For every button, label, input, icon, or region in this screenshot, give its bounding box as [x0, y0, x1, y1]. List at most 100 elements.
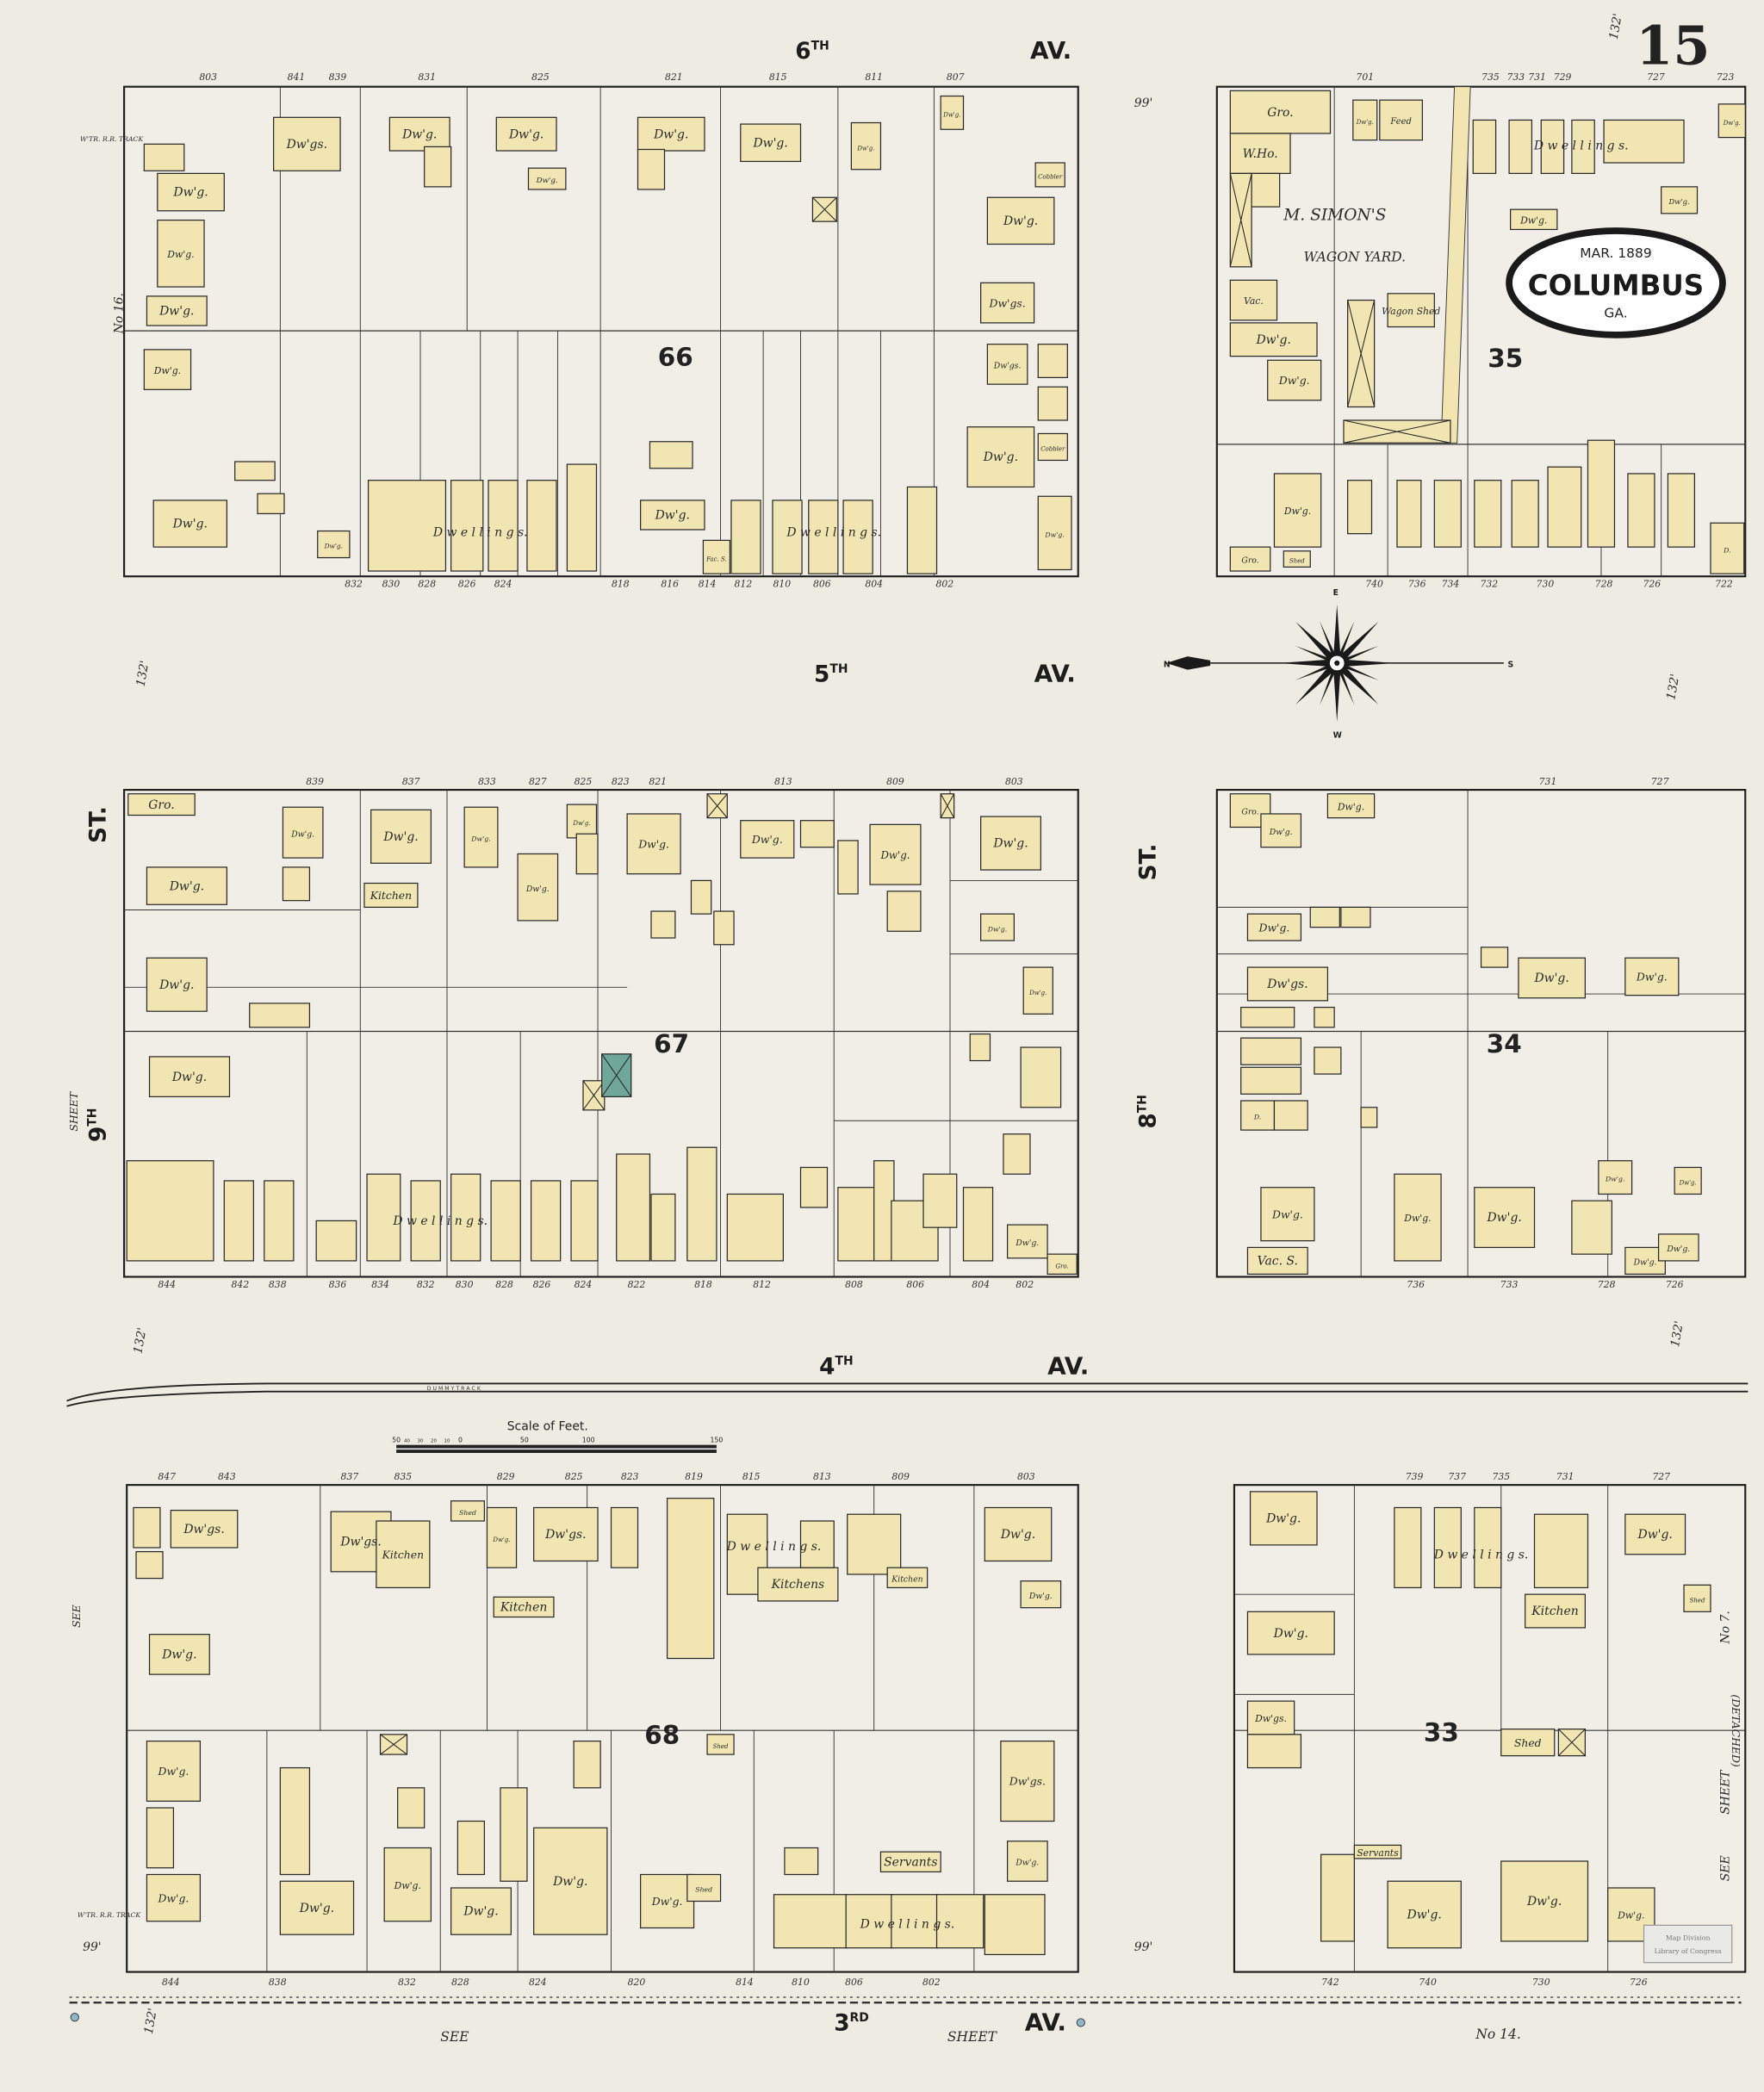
frame-dwelling — [143, 143, 185, 171]
frame-dwelling — [282, 866, 311, 902]
address-number: 838 — [269, 1977, 287, 1988]
compass-point — [1320, 662, 1339, 705]
address-number: 803 — [1017, 1471, 1035, 1482]
frame-dwelling — [1533, 1513, 1589, 1589]
frame-dwelling — [1006, 1224, 1048, 1259]
frame-dwelling — [133, 1506, 161, 1549]
frame-dwelling — [1540, 119, 1565, 175]
frame-dwelling — [135, 1550, 164, 1580]
frame-dwelling — [566, 463, 598, 572]
address-number: 701 — [1356, 71, 1374, 83]
building-label: Dw'g. — [382, 830, 418, 844]
building-label: Dw'g. — [1633, 1258, 1657, 1268]
address-number: 823 — [612, 776, 630, 787]
frame-dwelling — [980, 913, 1015, 941]
frame-dwelling — [1037, 344, 1068, 379]
address-number: 803 — [199, 71, 217, 83]
address-number: 804 — [972, 1279, 990, 1290]
frame-dwelling — [1022, 966, 1053, 1015]
frame-dwelling — [649, 441, 693, 469]
open-shed-cross — [380, 1734, 407, 1755]
frame-dwelling — [1394, 1173, 1442, 1262]
frame-dwelling — [1034, 162, 1065, 188]
frame-dwelling — [517, 853, 559, 922]
dwellings-label: D w e l l i n g s. — [786, 526, 881, 540]
frame-dwelling — [1246, 1611, 1335, 1655]
stone-building-cross — [601, 1053, 632, 1097]
frame-dwelling — [886, 891, 922, 932]
frame-dwelling — [1246, 1734, 1302, 1769]
address-number: 816 — [661, 579, 679, 590]
address-number: 813 — [774, 776, 792, 787]
fire-hydrant-icon — [70, 2013, 79, 2022]
scale-tick-label: 40 — [404, 1439, 410, 1444]
dimension-132ft: 132' — [134, 660, 152, 688]
frame-dwelling — [1246, 1246, 1308, 1276]
building-label: Shed — [713, 1743, 729, 1750]
address-number: 727 — [1652, 1471, 1670, 1482]
street-3rd-av-ord: 3RD — [834, 2011, 869, 2037]
frame-dwelling — [1246, 1700, 1295, 1735]
frame-dwelling — [1229, 279, 1278, 321]
frame-dwelling — [1525, 1593, 1586, 1629]
building-label: Dw'g. — [942, 112, 960, 119]
frame-dwelling — [317, 530, 351, 559]
building-label: Dw'g. — [1265, 1512, 1301, 1526]
building-label: Fac. S. — [705, 556, 727, 562]
frame-dwelling — [530, 1180, 562, 1262]
address-number: 733 — [1506, 71, 1525, 83]
building-label: Dw'g. — [161, 1648, 196, 1662]
frame-dwelling — [1003, 1133, 1031, 1175]
address-number: 739 — [1406, 1471, 1424, 1482]
compass-point — [1333, 621, 1379, 667]
sheet-ref-sheet-side: SHEET — [1719, 1769, 1733, 1815]
frame-dwelling — [1480, 947, 1509, 968]
frame-dwelling — [686, 1873, 722, 1903]
building-label: Kitchen — [1531, 1605, 1578, 1618]
address-number: 807 — [947, 71, 965, 83]
frame-dwelling — [850, 121, 882, 171]
compass-point — [1332, 604, 1341, 663]
frame-dwelling — [713, 910, 735, 946]
address-number: 844 — [158, 1279, 176, 1290]
address-number: 731 — [1556, 1471, 1575, 1482]
state-name: GA. — [1604, 306, 1627, 321]
address-number: 810 — [773, 579, 791, 590]
address-number: 731 — [1528, 71, 1546, 83]
compass-point — [1336, 661, 1379, 681]
sheet-ref-no7: No 7. — [1719, 1611, 1733, 1644]
frame-dwelling — [616, 1153, 651, 1262]
building-label: Gro. — [1241, 556, 1258, 566]
address-number: 828 — [418, 579, 436, 590]
building-label: Dw'g. — [1028, 990, 1047, 996]
frame-dwelling — [533, 1827, 608, 1935]
frame-dwelling — [1683, 1584, 1711, 1612]
frame-dwelling — [146, 1873, 202, 1922]
address-number: 806 — [845, 1977, 863, 1988]
address-number: 736 — [1407, 1279, 1425, 1290]
frame-dwelling — [980, 816, 1041, 871]
dummy-track-rail — [66, 1390, 1748, 1407]
frame-dwelling — [799, 1166, 829, 1208]
street-4th-av-suffix: AV. — [1047, 1352, 1089, 1381]
dimension-99ft: 99' — [1134, 1940, 1153, 1954]
building-label: W.Ho. — [1243, 147, 1278, 161]
water-rr-track-note-top: W'TR. R.R. TRACK — [80, 135, 144, 143]
address-number: 825 — [575, 776, 593, 787]
block-number-67: 67 — [654, 1029, 689, 1058]
address-number: 824 — [529, 1977, 547, 1988]
block-number-35: 35 — [1488, 344, 1523, 373]
frame-dwelling — [706, 1734, 735, 1755]
frame-dwelling — [152, 500, 228, 548]
open-shed-cross — [1558, 1729, 1586, 1757]
building-label: Dw'g. — [655, 509, 690, 523]
frame-dwelling — [784, 1847, 819, 1876]
address-number: 726 — [1630, 1977, 1648, 1988]
dimension-132ft: 132' — [131, 1326, 149, 1355]
frame-dwelling — [1710, 522, 1745, 574]
address-number: 733 — [1500, 1279, 1519, 1290]
compass-west-label: W — [1333, 731, 1342, 741]
building-label: Dw'g. — [172, 518, 208, 531]
building-label: Dw'g. — [508, 127, 543, 141]
